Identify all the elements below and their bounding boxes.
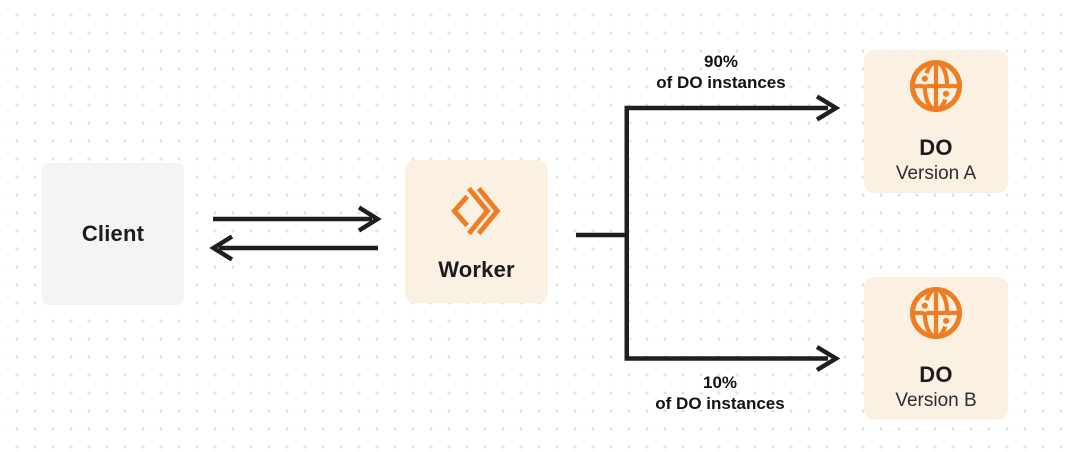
split-90-percent-value: 90%	[703, 52, 739, 71]
arrowhead-client-to-worker	[357, 205, 382, 233]
do-a-subtitle: Version A	[895, 163, 977, 185]
split-label-90-percent: 90% of DO instances	[611, 51, 831, 93]
split-10-percent-caption: of DO instances	[655, 394, 785, 413]
workers-chevrons-icon	[450, 187, 500, 236]
do-b-subtitle: Version B	[895, 390, 977, 412]
split-label-10-percent: 10% of DO instances	[610, 372, 830, 414]
worker-label: Worker	[438, 257, 515, 283]
client-label: Client	[81, 220, 145, 246]
globe-icon	[909, 59, 963, 112]
split-bracket-line	[624, 105, 828, 361]
split-90-percent-caption: of DO instances	[656, 73, 786, 92]
arrowhead-to-do-a	[815, 94, 841, 122]
do-version-b-node: DO Version B	[864, 277, 1008, 420]
do-version-a-node: DO Version A	[864, 50, 1008, 193]
globe-icon	[909, 286, 963, 339]
worker-node: Worker	[405, 160, 548, 303]
do-a-title: DO	[919, 134, 953, 160]
arrowhead-worker-to-client	[209, 234, 234, 262]
client-node: Client	[42, 163, 184, 305]
arrowhead-to-do-b	[815, 345, 841, 372]
do-b-title: DO	[919, 361, 953, 387]
split-10-percent-value: 10%	[702, 373, 738, 392]
